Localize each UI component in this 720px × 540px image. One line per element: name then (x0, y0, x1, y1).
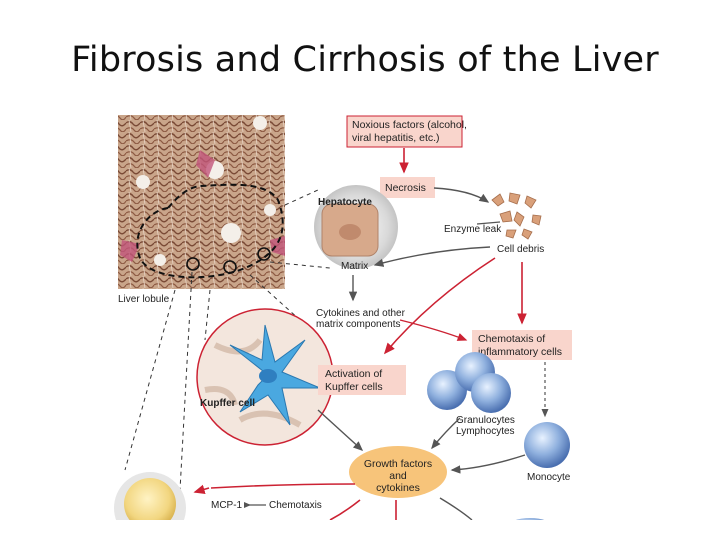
kupffer-cell-label: Kupffer cell (200, 398, 255, 409)
granulocytes-label: Granulocytes (456, 415, 515, 426)
enzyme-leak-label: Enzyme leak (444, 224, 502, 235)
liver-lobule-label: Liver lobule (118, 294, 170, 305)
granulocytes-image (427, 352, 511, 413)
noxious-line-1: Noxious factors (alcohol, (352, 119, 467, 131)
matrix-label: Matrix (341, 261, 368, 272)
zoom-lines (124, 189, 331, 491)
chemotaxis-inflammatory-box (472, 330, 572, 360)
cell-debris-label: Cell debris (497, 244, 544, 255)
monocyte-label: Monocyte (527, 472, 571, 483)
cytokines-line-1: Cytokines and other (316, 308, 406, 319)
noxious-line-2: viral hepatitis, etc.) (352, 132, 440, 144)
growth-line-1: Growth factors (364, 458, 432, 470)
mcp-1-label: MCP-1 (211, 500, 243, 511)
bottom-crop (0, 520, 720, 540)
activation-line-2: Kupffer cells (325, 381, 383, 393)
chemotaxis-inflammatory-line-2: inflammatory cells (478, 346, 562, 358)
cytokines-line-2: matrix components (316, 319, 400, 330)
activation-line-1: Activation of (325, 368, 382, 380)
slide-title: Fibrosis and Cirrhosis of the Liver (71, 40, 659, 80)
lymphocytes-label: Lymphocytes (456, 426, 515, 437)
growth-line-3: cytokines (376, 482, 420, 494)
cell-debris-image (491, 192, 542, 240)
necrosis-label: Necrosis (385, 182, 426, 194)
necrosis-box (380, 177, 435, 198)
hepatocyte-label: Hepatocyte (318, 197, 372, 208)
monocyte-image (524, 422, 570, 468)
hepatocyte-image (314, 185, 398, 269)
chemotaxis-inflammatory-line-1: Chemotaxis of (478, 333, 545, 345)
noxious-factors-box (346, 115, 463, 148)
growth-factors-ellipse (349, 446, 447, 498)
kupffer-cell-image (196, 308, 334, 446)
chemotaxis-label: Chemotaxis (269, 500, 322, 511)
growth-line-2: and (389, 470, 407, 482)
activation-kupffer-box (318, 365, 406, 395)
liver-lobule-image (118, 115, 285, 289)
